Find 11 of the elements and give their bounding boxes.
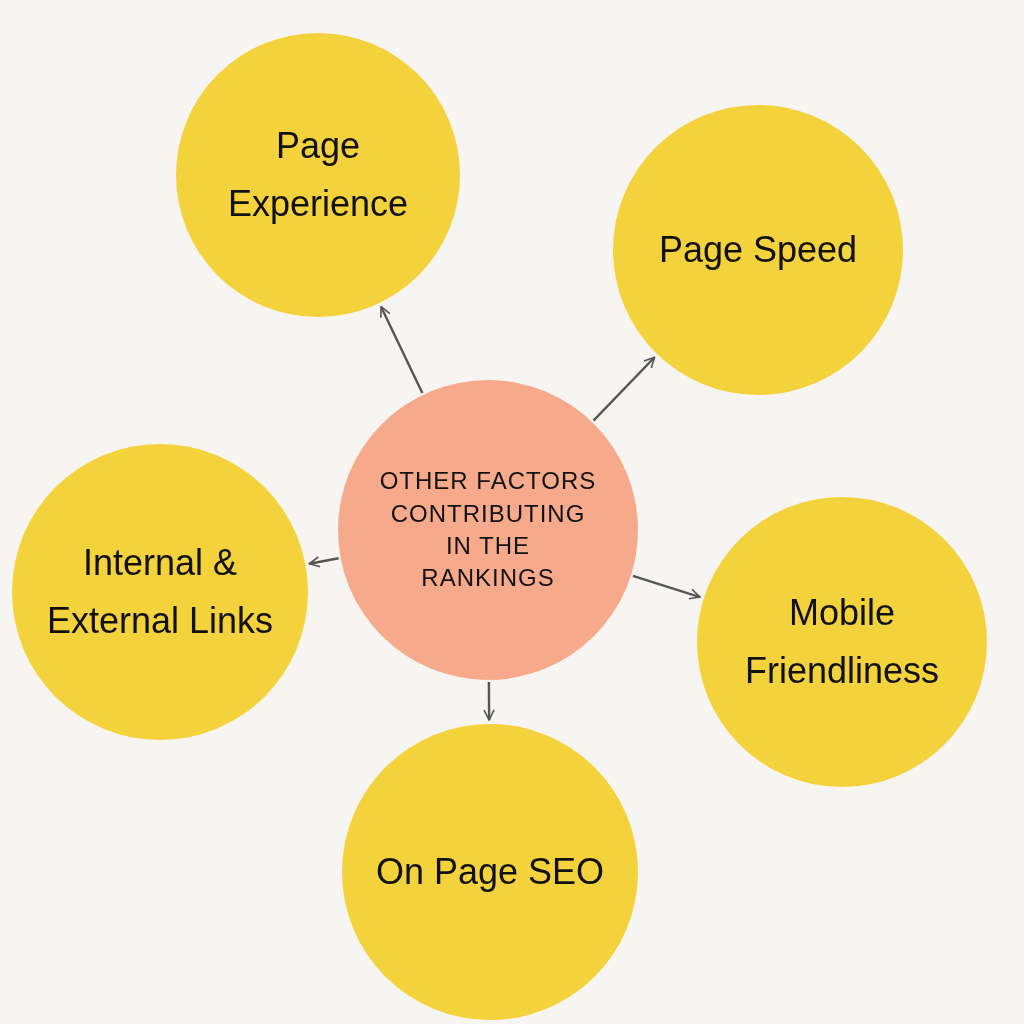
arrow — [379, 305, 424, 394]
circle-label: Internal & External Links — [45, 541, 275, 643]
circle-label: Page Experience — [226, 124, 410, 226]
arrow — [308, 556, 339, 568]
arrow — [592, 356, 656, 422]
arrow — [632, 574, 701, 600]
circle-label: On Page SEO — [375, 850, 605, 895]
arrow — [483, 682, 495, 721]
circle-label: Page Speed — [658, 228, 858, 273]
circle-label: OTHER FACTORS CONTRIBUTING IN THE RANKINGS — [378, 466, 598, 594]
circle-label: Mobile Friendliness — [743, 591, 941, 693]
